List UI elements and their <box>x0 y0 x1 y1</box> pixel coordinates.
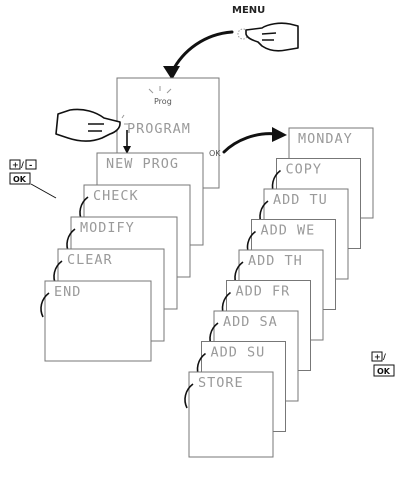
ok-label: OK <box>13 175 27 184</box>
menu-item-label: CHECK <box>93 188 139 204</box>
program-to-monday-arrow <box>222 132 278 154</box>
menu-card: END <box>40 280 152 362</box>
menu-item-label: COPY <box>286 162 323 178</box>
slash-separator: / <box>383 353 386 362</box>
prog-indicator: Prog <box>148 86 172 106</box>
menu-item-label: NEW PROG <box>106 156 179 172</box>
plus-label: + <box>374 353 381 362</box>
ok-pointer-line <box>30 183 57 199</box>
menu-item-label: ADD TU <box>273 192 328 208</box>
plus-button[interactable] <box>9 159 21 170</box>
menu-item-label: ADD SU <box>211 345 266 361</box>
menu-to-program-arrow <box>170 30 234 74</box>
menu-item-label: MONDAY <box>298 131 353 147</box>
minus-label: - <box>29 161 32 170</box>
pointing-hand-left-icon <box>55 108 128 142</box>
program-title: PROGRAM <box>127 121 191 137</box>
menu-item-label: MODIFY <box>80 220 135 236</box>
ok-label: OK <box>377 367 391 376</box>
right-menu-stack: MONDAY COPY ADD TU ADD WE ADD TH ADD FR ADD SA… <box>184 127 374 458</box>
menu-item-label: ADD FR <box>236 284 291 300</box>
monday-arrow-head <box>272 127 287 142</box>
left-button-set: + / - OK <box>9 159 57 199</box>
menu-arrow-head <box>163 66 180 80</box>
plus-label: + <box>12 161 19 170</box>
menu-item-label: ADD TH <box>248 253 303 269</box>
ok-marker: OK <box>209 149 221 158</box>
menu-card: STORE <box>184 371 274 458</box>
menu-item-label: STORE <box>198 375 244 391</box>
right-button-set: + / OK <box>371 351 395 377</box>
plus-button[interactable] <box>371 351 383 362</box>
prog-badge: Prog <box>154 97 172 106</box>
ok-button[interactable] <box>373 364 395 377</box>
program-arrow-head <box>123 146 131 154</box>
pointing-hand-icon <box>237 22 299 52</box>
left-menu-stack: NEW PROG CHECK MODIFY CLEAR END <box>40 152 204 362</box>
menu-label: MENU <box>232 5 265 16</box>
menu-item-label: END <box>54 284 81 300</box>
minus-button[interactable] <box>25 159 37 170</box>
ok-button[interactable] <box>9 172 31 185</box>
menu-item-label: ADD SA <box>223 314 278 330</box>
slash-separator: / <box>21 161 24 170</box>
menu-item-label: ADD WE <box>261 223 316 239</box>
menu-item-label: CLEAR <box>67 252 113 268</box>
